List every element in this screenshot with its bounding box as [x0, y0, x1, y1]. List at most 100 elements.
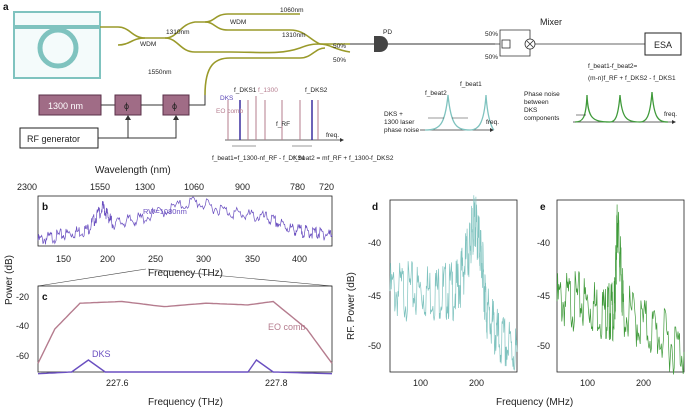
freq-tick: 100	[413, 378, 428, 388]
y-tick: -45	[368, 291, 381, 301]
wl-tick: 780	[290, 182, 305, 192]
freq-tick: 100	[580, 378, 595, 388]
freq-tick: 200	[100, 254, 115, 264]
panel-d-frame	[389, 199, 518, 373]
rw-annotation: RW=1080nm	[143, 207, 187, 216]
freq3-label: freq.	[664, 111, 677, 118]
rf-lines	[98, 118, 177, 139]
freq2-label: freq.	[486, 119, 499, 126]
nm1550-label: 1550nm	[148, 69, 172, 76]
frf-label: f_RF	[276, 121, 290, 128]
fdks2-label: f_DKS2	[305, 87, 328, 94]
freq-tick: 400	[292, 254, 307, 264]
dks-sketch-label: DKS	[220, 95, 234, 102]
fbeat2-sketch-label: f_beat2	[425, 90, 447, 97]
fdks1-label: f_DKS1	[234, 87, 257, 94]
y-tick: -50	[368, 341, 381, 351]
y-tick: -20	[16, 292, 29, 302]
eo-sketch-label: EO comb	[216, 108, 243, 115]
photodetector-icon	[374, 36, 388, 52]
diff-top-label: f_beat1-f_beat2=	[588, 63, 638, 70]
y-tick: -40	[16, 321, 29, 331]
series-line	[37, 359, 333, 375]
ring-resonator-icon	[13, 11, 101, 79]
series-line	[37, 300, 333, 364]
rf-generator-label: RF generator	[27, 134, 80, 144]
panel-b-label: b	[42, 202, 48, 213]
mod-out-line	[189, 95, 206, 106]
freq-tick: 200	[469, 378, 484, 388]
panel-c-x-title: Frequency (THz)	[148, 397, 223, 408]
rf-power-y-title: RF. Power (dB)	[346, 272, 357, 340]
pn4-label: components	[524, 115, 560, 122]
wl-tick: 2300	[17, 182, 37, 192]
nm1310a-label: 1310nm	[166, 29, 190, 36]
panel-b-frame	[37, 195, 333, 247]
y-tick: -45	[537, 291, 550, 301]
diff-bottom-label: (m-n)f_RF + f_DKS2 - f_DKS1	[588, 75, 676, 82]
series-line	[556, 204, 685, 375]
phi1-label: ϕ	[124, 101, 129, 111]
mixer-label: Mixer	[540, 17, 562, 27]
fiber-paths	[100, 13, 351, 96]
freq-tick: 227.8	[265, 378, 288, 388]
dks-note1: DKS +	[384, 111, 403, 118]
wl-tick: 1060	[184, 182, 204, 192]
panel-c-label: c	[42, 292, 48, 303]
panel-e-spectrum	[556, 204, 685, 375]
panel-d-y-ticks: -40 -45 -50	[368, 238, 381, 351]
freq-tick: 200	[636, 378, 651, 388]
y-tick: -50	[537, 341, 550, 351]
y-tick: -60	[16, 351, 29, 361]
wdm1-label: WDM	[140, 41, 156, 48]
panel-e-label: e	[540, 202, 546, 213]
panel-d-spectrum	[389, 195, 518, 371]
wavelength-axis-title: Wavelength (nm)	[95, 165, 171, 176]
rf-arrows-icon	[125, 115, 179, 120]
fbeat1-formula: f_beat1=f_1300-nf_RF - f_DKS1	[212, 155, 306, 162]
fbeat1-sketch-label: f_beat1	[460, 81, 482, 88]
beat-sketch-green	[573, 91, 676, 124]
series-line	[389, 195, 518, 371]
phi2-label: ϕ	[172, 101, 177, 111]
y-tick: -40	[368, 238, 381, 248]
panel-b-x-ticks: 150 200 250 300 350 400	[56, 254, 307, 264]
mixer-block	[495, 29, 645, 57]
panel-e-y-ticks: -40 -45 -50	[537, 238, 550, 351]
panel-c-spectrum	[37, 300, 333, 375]
panel-b-spectrum	[37, 196, 333, 245]
esa-label: ESA	[654, 40, 672, 50]
wl-tick: 1550	[90, 182, 110, 192]
pct50a-label: 50%	[333, 43, 346, 50]
panel-a-label: a	[3, 2, 9, 13]
series-line	[37, 196, 333, 245]
fbeat2-formula: f_beat2 = mf_RF + f_1300-f_DKS2	[293, 155, 394, 162]
panel-e-x-ticks: 100 200	[580, 378, 651, 388]
panel-c-x-ticks: 227.6 227.8	[106, 378, 288, 388]
panel-b-x-title: Frequency (THz)	[148, 268, 223, 279]
pn2-label: between	[524, 99, 549, 106]
freq-tick: 150	[56, 254, 71, 264]
zoom-lines	[37, 268, 333, 287]
power-y-title: Power (dB)	[4, 255, 15, 305]
freq-tick: 227.6	[106, 378, 129, 388]
comb-spectrum-sketch: DKS EO comb freq. f_DKS1 f_1300 f_DKS2 f…	[216, 87, 344, 147]
pn1-label: Phase noise	[524, 91, 560, 98]
dks-label: DKS	[92, 349, 111, 359]
mix50a-label: 50%	[485, 31, 498, 38]
f1300-label: f_1300	[258, 87, 278, 94]
pd-label: PD	[383, 29, 392, 36]
pct50b-label: 50%	[333, 57, 346, 64]
panel-d-label: d	[372, 202, 378, 213]
freq-tick: 350	[245, 254, 260, 264]
bottom-x-title: Frequency (MHz)	[496, 397, 573, 408]
pn3-label: DKS	[524, 107, 538, 114]
wl-tick: 720	[319, 182, 334, 192]
panel-d-x-ticks: 100 200	[413, 378, 484, 388]
esa-box	[644, 32, 682, 56]
freq-tick: 250	[148, 254, 163, 264]
eo-comb-label: EO comb	[268, 322, 306, 332]
panel-c-y-ticks: -20 -40 -60	[16, 292, 29, 361]
laser-label: 1300 nm	[48, 101, 83, 111]
nm1060-label: 1060nm	[280, 7, 304, 14]
